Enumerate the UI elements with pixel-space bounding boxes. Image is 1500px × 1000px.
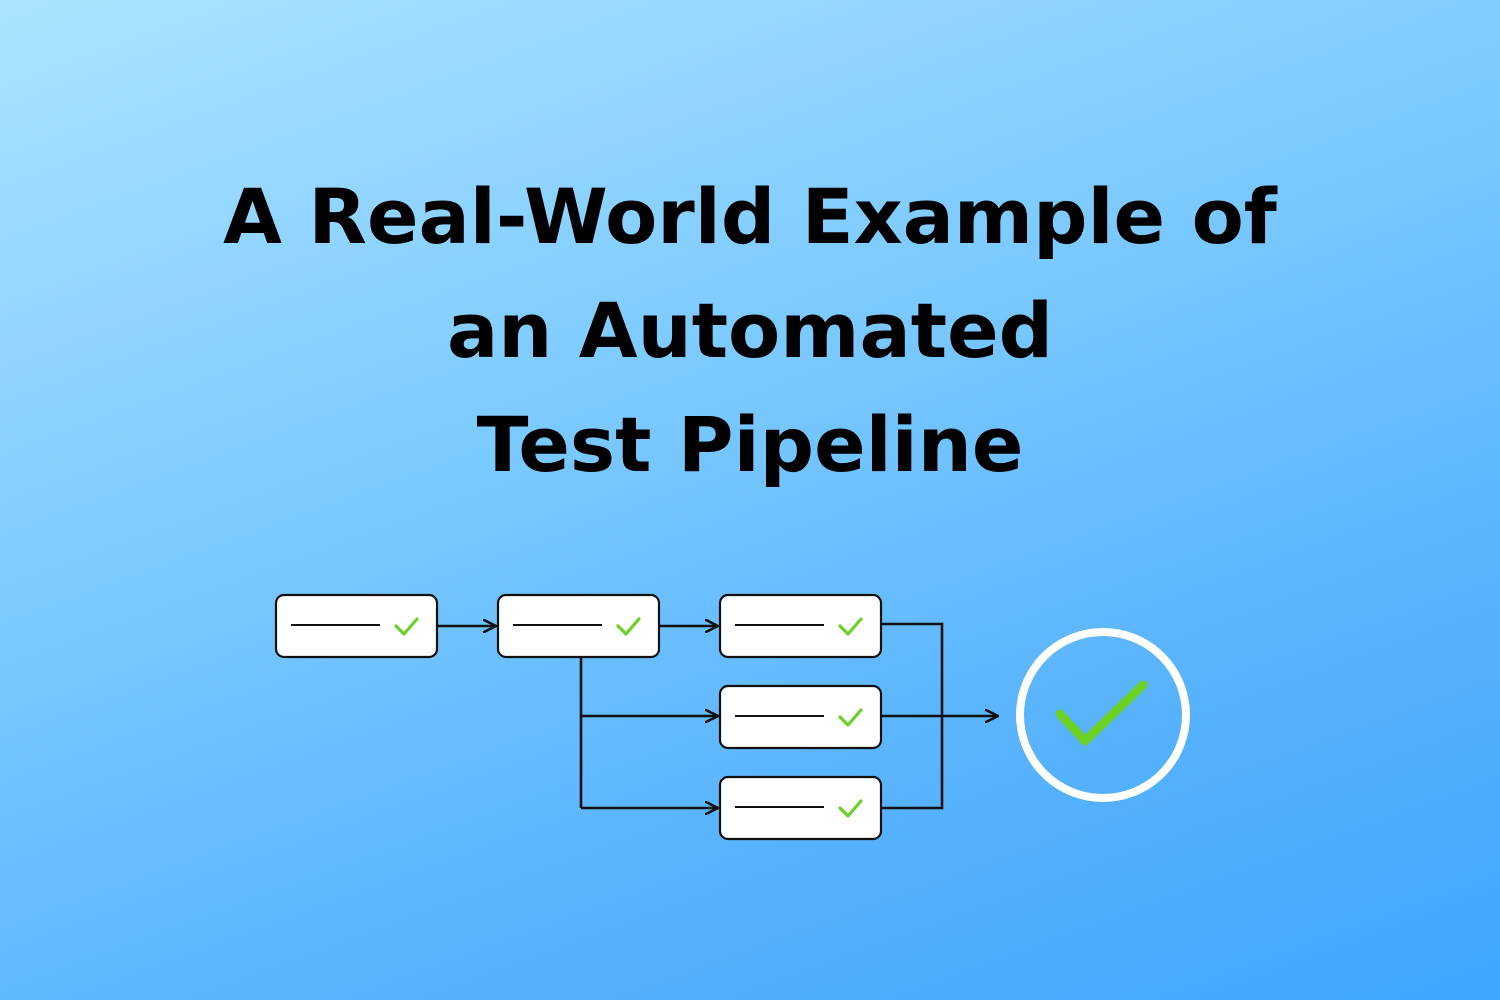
check-icon	[838, 799, 863, 818]
page-title: A Real-World Example of an Automated Tes…	[0, 160, 1500, 502]
check-circle-icon	[1055, 680, 1148, 746]
title-line-3: Test Pipeline	[476, 400, 1024, 489]
pipeline-stage	[274, 593, 439, 659]
pipeline-stage	[718, 593, 883, 659]
pipeline-stage	[718, 684, 883, 750]
result-ring	[1016, 628, 1190, 802]
pipeline-stage	[496, 593, 661, 659]
check-icon	[838, 617, 863, 636]
connectors	[438, 624, 998, 808]
check-icon	[616, 617, 641, 636]
check-icon	[394, 617, 419, 636]
pipeline-result	[1016, 628, 1190, 802]
title-line-2: an Automated	[446, 286, 1054, 375]
pipeline-stage	[718, 775, 883, 841]
title-line-1: A Real-World Example of	[223, 172, 1277, 261]
check-icon	[838, 708, 863, 727]
